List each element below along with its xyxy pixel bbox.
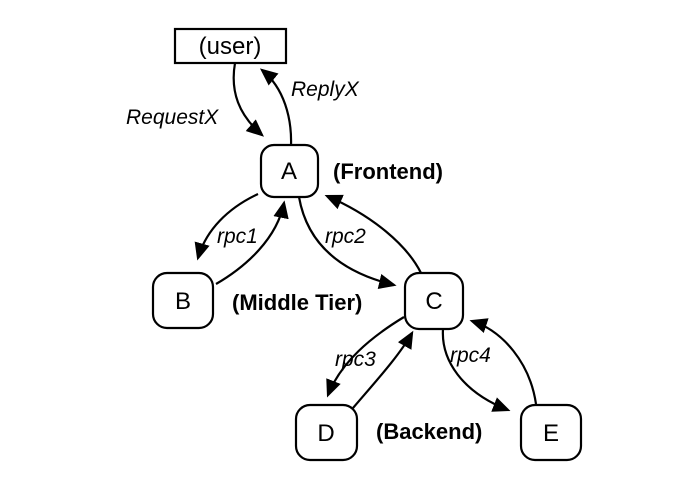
node-user: (user) xyxy=(173,27,288,65)
edge-label-rpc4: rpc4 xyxy=(450,344,491,367)
node-e: E xyxy=(519,403,583,462)
edge-rpc4-e-to-c xyxy=(469,318,538,405)
node-c: C xyxy=(403,271,465,331)
tier-labels: (Frontend) (Middle Tier) (Backend) xyxy=(232,159,482,444)
node-e-label: E xyxy=(543,420,559,447)
node-b-label: B xyxy=(175,288,191,315)
node-d-label: D xyxy=(317,420,334,447)
edge-rpc3-c-to-d xyxy=(326,316,405,398)
node-b: B xyxy=(151,271,215,330)
edge-label-replyx: ReplyX xyxy=(291,78,360,101)
node-d-box xyxy=(294,403,359,462)
edge-label-rpc2: rpc2 xyxy=(325,225,366,248)
edge-rpc1-a-to-b xyxy=(194,193,259,261)
edges xyxy=(194,62,538,412)
node-e-box xyxy=(519,403,583,462)
node-user-box xyxy=(173,27,288,65)
edge-rpc3-d-to-c xyxy=(352,330,414,409)
edge-label-rpc1: rpc1 xyxy=(217,225,258,248)
edge-rpc2-a-to-c xyxy=(297,196,397,290)
tier-label-backend: (Backend) xyxy=(376,419,482,444)
tier-label-frontend: (Frontend) xyxy=(333,159,443,184)
edge-rpc4-c-to-e xyxy=(441,328,511,412)
edge-rpc2-c-to-a xyxy=(324,194,422,274)
tier-label-middle: (Middle Tier) xyxy=(232,290,362,315)
nodes: (user) A B C D E xyxy=(151,27,583,462)
edge-reply-a-to-user xyxy=(259,68,293,147)
node-b-box xyxy=(151,271,215,330)
edge-label-requestx: RequestX xyxy=(126,106,219,129)
edge-request-user-to-a xyxy=(232,62,264,137)
node-a-box xyxy=(259,143,320,199)
node-c-label: C xyxy=(425,288,442,315)
node-d: D xyxy=(294,403,359,462)
node-c-box xyxy=(403,271,465,331)
edge-labels: RequestX ReplyX rpc1 rpc2 rpc3 rpc4 xyxy=(126,78,491,371)
edge-label-rpc3: rpc3 xyxy=(335,348,376,371)
edge-rpc1-b-to-a xyxy=(215,200,289,285)
node-a-label: A xyxy=(281,158,297,185)
node-user-label: (user) xyxy=(199,33,262,60)
node-a: A xyxy=(259,143,320,199)
